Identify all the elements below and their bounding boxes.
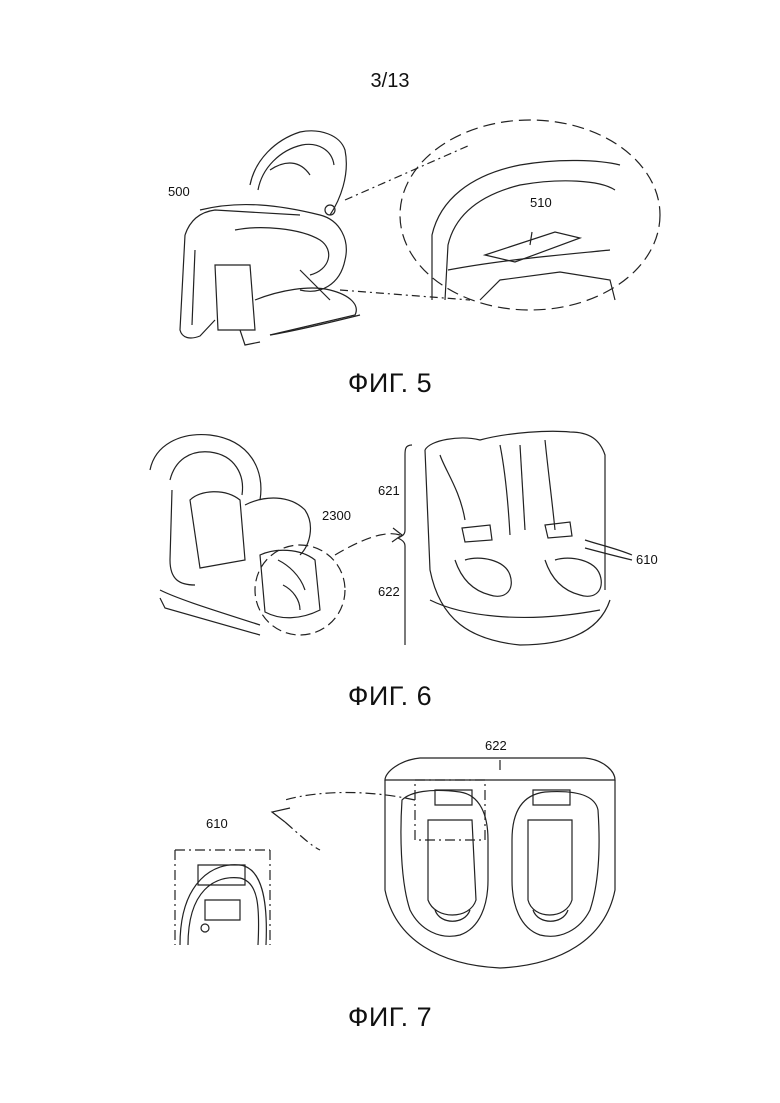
fig7-arrow: [272, 793, 415, 851]
fig7-caption: ФИГ. 7: [0, 1002, 780, 1033]
fig7-dash-dot-box: [415, 780, 485, 840]
fig7-ref-622: 622: [485, 738, 507, 753]
fig7-detail-view: [175, 850, 270, 945]
fig7-foot-massager-top-view: [385, 758, 615, 968]
fig7-ref-610: 610: [206, 816, 228, 831]
